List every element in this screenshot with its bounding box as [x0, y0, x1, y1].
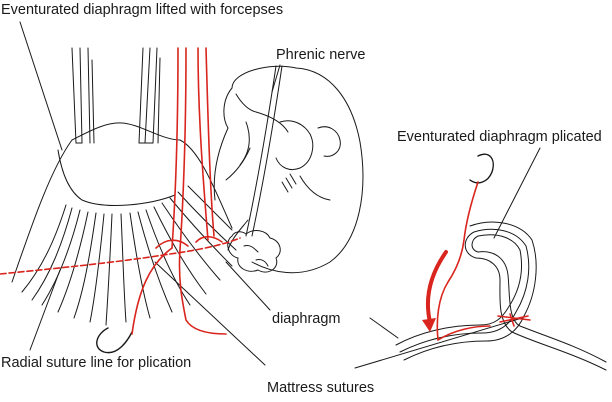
- plicated-diaphragm: [395, 221, 607, 371]
- plication-arrowhead: [422, 318, 436, 332]
- label-mattress-sutures: Mattress sutures: [267, 380, 375, 396]
- heart-outline: [213, 65, 364, 274]
- label-eventurated-lifted: Eventurated diaphragm lifted with forcep…: [1, 2, 284, 18]
- needle-left: [96, 327, 133, 354]
- label-radial-suture-line: Radial suture line for plication: [1, 355, 192, 371]
- plication-arrow: [425, 250, 448, 324]
- fat-pad: [227, 230, 281, 273]
- forceps-left: [71, 47, 95, 144]
- needle-right: [469, 153, 494, 184]
- radial-fold-lines: [21, 185, 237, 326]
- leader-lines: [19, 21, 541, 369]
- label-diaphragm-plicated: Eventurated diaphragm plicated: [397, 129, 602, 145]
- lifted-diaphragm-outline: [11, 122, 233, 283]
- radial-suture-line: [0, 237, 241, 275]
- label-diaphragm: diaphragm: [272, 311, 341, 327]
- phrenic-nerve: [245, 65, 283, 237]
- mattress-sutures: [131, 47, 227, 335]
- plication-sutures: [436, 181, 531, 341]
- label-phrenic-nerve: Phrenic nerve: [276, 47, 366, 63]
